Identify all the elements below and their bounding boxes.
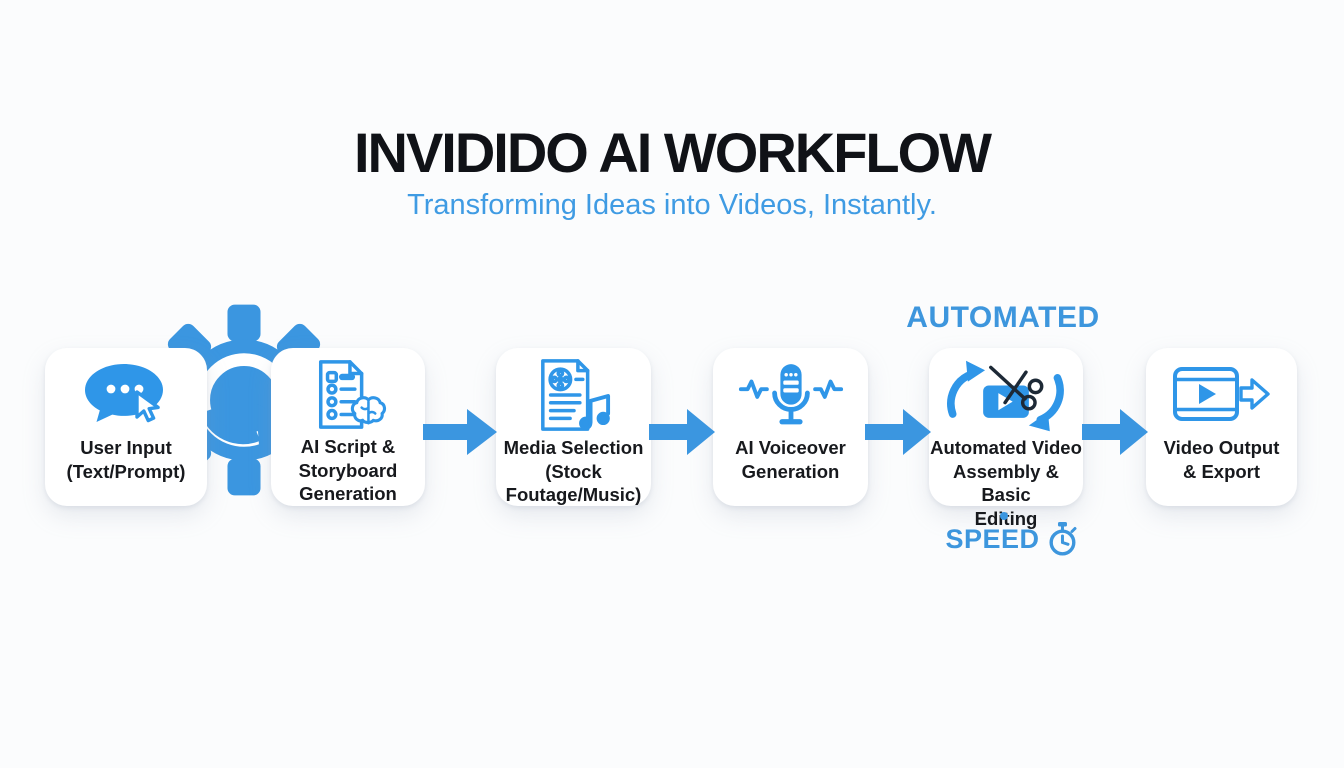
step-label: AI Voiceover Generation (735, 437, 846, 482)
page-subtitle: Transforming Ideas into Videos, Instantl… (407, 189, 937, 221)
step-user-input: User Input (Text/Prompt) (45, 348, 207, 506)
mic-wave-icon (737, 357, 845, 433)
page-title: INVIDIDO AI WORKFLOW (353, 121, 992, 184)
step-assembly-editing: Automated Video Assembly & Basic Editing (929, 348, 1083, 529)
flow-arrow (649, 409, 715, 455)
flow-arrow (865, 409, 931, 455)
step-script-storyboard: AI Script & Storyboard Generation (271, 348, 425, 506)
connector-dot (1000, 512, 1008, 520)
step-label: Video Output & Export (1163, 437, 1280, 482)
flow-arrow (1082, 409, 1148, 455)
script-brain-icon (307, 357, 389, 432)
video-export-icon (1170, 357, 1274, 433)
automated-label: AUTOMATED (906, 301, 1100, 334)
speed-label: SPEED (945, 523, 1040, 554)
step-label: AI Script & Storyboard Generation (298, 435, 398, 505)
speed-badge: SPEED (945, 521, 1078, 557)
assembly-loop-icon (932, 357, 1080, 433)
chat-cursor-icon (80, 357, 172, 433)
step-label: User Input (Text/Prompt) (66, 437, 186, 482)
media-doc-icon (531, 357, 617, 433)
step-output-export: Video Output & Export (1146, 348, 1297, 506)
stopwatch-icon (1049, 522, 1077, 556)
flow-arrow (423, 409, 497, 455)
step-label: Media Selection (Stock Foutage/Music) (503, 437, 644, 506)
step-voiceover: AI Voiceover Generation (713, 348, 868, 506)
step-media-selection: Media Selection (Stock Foutage/Music) (496, 348, 651, 506)
